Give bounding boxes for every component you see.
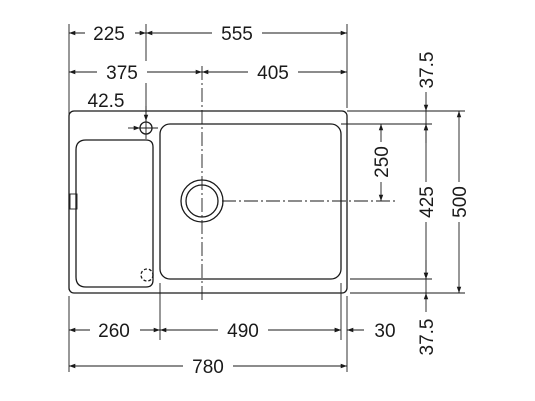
- bowl-outline: [159, 123, 342, 280]
- dim-42-5: 42.5: [88, 91, 125, 112]
- dim-250: 250: [372, 146, 393, 178]
- dim-37-5-bottom: 37.5: [417, 319, 438, 356]
- dim-425: 425: [417, 186, 438, 218]
- dim-490: 490: [227, 321, 259, 342]
- dim-780: 780: [192, 357, 224, 378]
- dim-555: 555: [221, 24, 253, 45]
- drainer-rib: [69, 193, 78, 210]
- dim-375: 375: [106, 63, 138, 84]
- dim-260: 260: [98, 321, 130, 342]
- dim-225: 225: [93, 24, 125, 45]
- dim-405: 405: [257, 63, 289, 84]
- overflow-hole: [140, 268, 154, 282]
- dim-37-5-top: 37.5: [417, 52, 438, 89]
- drainer-area: [75, 139, 154, 288]
- dim-30: 30: [374, 321, 395, 342]
- sink-outline: [68, 110, 348, 294]
- dim-500: 500: [450, 186, 471, 218]
